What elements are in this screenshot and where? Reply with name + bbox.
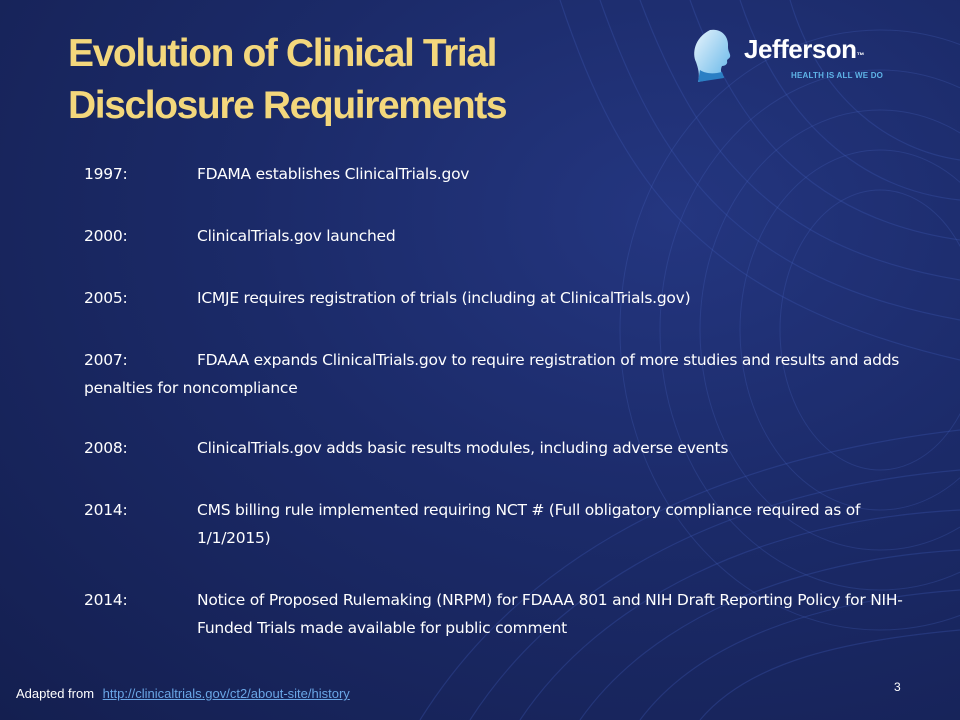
- logo-wordmark: Jefferson™: [744, 34, 865, 65]
- footer-prefix: Adapted from: [16, 686, 95, 701]
- page-number: 3: [894, 680, 901, 694]
- entry-text: Notice of Proposed Rulemaking (NRPM) for…: [197, 591, 903, 637]
- timeline-entry: 2000: ClinicalTrials.gov launched: [84, 222, 924, 250]
- entry-text: ClinicalTrials.gov adds basic results mo…: [197, 439, 729, 457]
- entry-year: 2005:: [84, 289, 128, 307]
- logo-trademark: ™: [856, 51, 865, 60]
- timeline-entry: 2007: FDAAA expands ClinicalTrials.gov t…: [84, 346, 924, 402]
- timeline-entry: 2005: ICMJE requires registration of tri…: [84, 284, 924, 312]
- entry-year: 2008:: [84, 439, 128, 457]
- entry-year: 2014:: [84, 591, 128, 609]
- entry-text: CMS billing rule implemented requiring N…: [197, 501, 861, 547]
- entry-text: ClinicalTrials.gov launched: [197, 227, 396, 245]
- timeline-entry: 2014: Notice of Proposed Rulemaking (NRP…: [84, 586, 924, 642]
- entry-year: 2000:: [84, 227, 128, 245]
- jefferson-head-icon: [694, 29, 731, 82]
- entry-text: ICMJE requires registration of trials (i…: [197, 289, 691, 307]
- title-line-1: Evolution of Clinical Trial: [68, 32, 497, 75]
- jefferson-logo: Jefferson™ HEALTH IS ALL WE DO: [688, 26, 908, 90]
- logo-tagline: HEALTH IS ALL WE DO: [791, 71, 884, 80]
- entry-text: FDAAA expands ClinicalTrials.gov to requ…: [84, 351, 900, 397]
- source-footer: Adapted from http://clinicaltrials.gov/c…: [16, 686, 350, 701]
- entry-year: 1997:: [84, 165, 128, 183]
- timeline-entry: 2008: ClinicalTrials.gov adds basic resu…: [84, 434, 924, 462]
- entry-text: FDAMA establishes ClinicalTrials.gov: [197, 165, 470, 183]
- timeline-entry: 2014: CMS billing rule implemented requi…: [84, 496, 924, 552]
- timeline-entry: 1997: FDAMA establishes ClinicalTrials.g…: [84, 160, 924, 188]
- title-line-2: Disclosure Requirements: [68, 84, 508, 127]
- slide-title: Evolution of Clinical Trial Disclosure R…: [68, 28, 508, 132]
- entry-year: 2014:: [84, 501, 128, 519]
- entry-year: 2007:: [84, 351, 128, 369]
- source-link[interactable]: http://clinicaltrials.gov/ct2/about-site…: [102, 686, 350, 701]
- logo-name: Jefferson: [744, 34, 857, 64]
- timeline-list: 1997: FDAMA establishes ClinicalTrials.g…: [84, 160, 924, 676]
